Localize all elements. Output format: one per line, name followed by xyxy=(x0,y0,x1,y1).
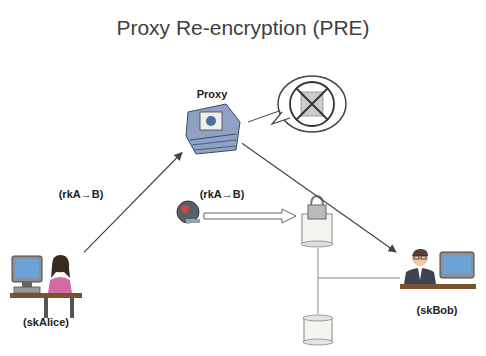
wire xyxy=(318,248,400,314)
rekey-arrow xyxy=(204,209,296,223)
proxy-label: Proxy xyxy=(182,88,242,100)
proxy-node: Proxy xyxy=(182,88,242,156)
diagram-title: Proxy Re-encryption (PRE) xyxy=(0,16,486,40)
key-icon xyxy=(177,201,200,223)
plain-scroll xyxy=(303,315,333,345)
proxy-machine xyxy=(186,104,240,154)
connector-arrow xyxy=(84,153,182,253)
arrow-label: (rkA→B) xyxy=(198,188,247,200)
crossed-bubble xyxy=(248,76,346,132)
party-node: (skBob) xyxy=(396,244,478,318)
key-label: (skAlice) xyxy=(8,316,84,328)
connector-arrow xyxy=(242,143,396,252)
party-node: (skAlice) xyxy=(8,250,84,332)
key-label: (skBob) xyxy=(396,304,478,316)
alice-figure xyxy=(10,255,82,318)
edge-label: (rkA→B) xyxy=(57,188,106,200)
bob-figure xyxy=(400,249,476,289)
